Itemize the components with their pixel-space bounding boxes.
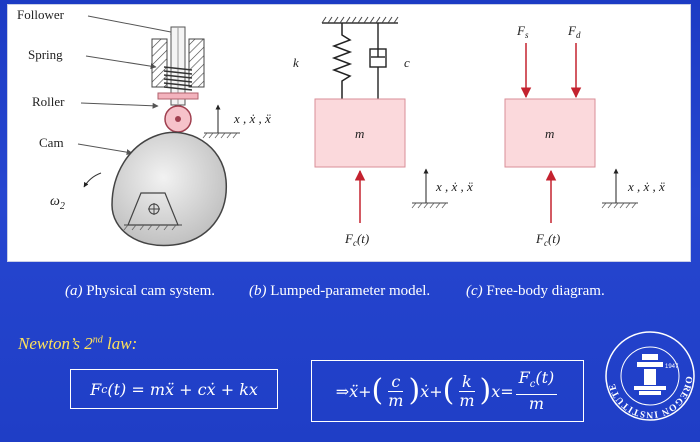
figure-drawing: Follower Spring Roller Cam x , ẋ ,: [17, 7, 665, 248]
lumped-model: k c m Fc(t) x , ẋ , ẍ: [293, 16, 473, 248]
label-k: k: [293, 55, 299, 70]
leader-roller: [80, 102, 159, 109]
motion-label-a: x , ẋ , ẍ: [233, 111, 271, 126]
caption-a: (a) Physical cam system.: [65, 283, 215, 299]
free-body: Fs Fd m Fc(t) x , ẋ , ẍ: [504, 23, 665, 248]
caption-b: (b) Lumped-parameter model.: [249, 283, 431, 299]
label-roller: Roller: [32, 94, 65, 109]
logo-year: 1947: [665, 364, 679, 370]
omega-label: ω2: [50, 194, 65, 212]
cam-system: Follower Spring Roller Cam x , ẋ ,: [17, 7, 271, 247]
guide-left: [151, 38, 168, 88]
fd-label: Fd: [567, 23, 581, 40]
leader-follower: [87, 15, 177, 35]
motion-label-b: x , ẋ , ẍ: [435, 179, 473, 194]
fraction-fc-over-m: Fc(t)m: [515, 368, 558, 413]
newton-law-title: Newton’s 2nd law:: [18, 334, 138, 353]
logo-emblem-icon: [634, 354, 666, 395]
guide-right: [188, 38, 205, 88]
motion-label-c: x , ẋ , ẍ: [627, 179, 665, 194]
caption-c: (c) Free-body diagram.: [466, 283, 605, 299]
leader-spring: [85, 55, 157, 70]
leader-cam: [77, 143, 133, 156]
label-spring: Spring: [28, 47, 63, 62]
rotation-arrow: [83, 172, 102, 188]
institute-logo: OREGON INSTITUTE OF TECHNOLOGY 1947: [604, 320, 695, 421]
figure-panel: Follower Spring Roller Cam x , ẋ ,: [7, 4, 691, 262]
label-follower: Follower: [17, 7, 65, 22]
spring-collar: [157, 92, 199, 100]
follower-spring: [163, 66, 193, 91]
spring-k: [331, 23, 353, 99]
label-cam: Cam: [39, 135, 64, 150]
fs-label: Fs: [516, 23, 529, 40]
mass-c: [504, 98, 596, 168]
label-c: c: [404, 55, 410, 70]
fc-label-c: Fc(t): [535, 231, 560, 248]
cam-body: [111, 131, 227, 247]
fc-label-b: Fc(t): [344, 231, 369, 248]
mass-b: [314, 98, 406, 168]
mass-c-label: m: [545, 126, 554, 141]
mass-b-label: m: [355, 126, 364, 141]
